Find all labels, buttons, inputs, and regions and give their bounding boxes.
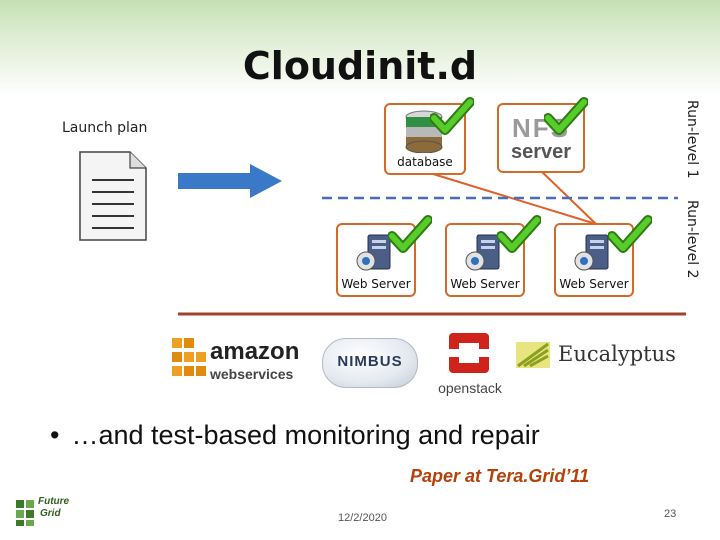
web-server-label: Web Server	[450, 277, 520, 291]
futuregrid-grid-icon	[16, 500, 34, 526]
web-server-label: Web Server	[559, 277, 629, 291]
nfs-server-node: NFS server	[497, 103, 585, 173]
web-server-node: Web Server	[336, 223, 416, 297]
arrow-right-icon	[178, 164, 282, 198]
server-icon	[356, 234, 391, 271]
web-server-label: Web Server	[341, 277, 411, 291]
page-number: 23	[664, 508, 677, 520]
web-server-node: Web Server	[554, 223, 634, 297]
aws-cubes-icon	[172, 338, 206, 376]
server-icon	[465, 234, 500, 271]
document-icon	[79, 151, 147, 241]
checkmark-icon	[608, 215, 652, 253]
openstack-icon	[449, 333, 489, 373]
amazon-logo-text: amazon	[210, 338, 300, 365]
launch-plan-label: Launch plan	[62, 120, 148, 136]
futuregrid-top-text: Future	[38, 496, 70, 507]
checkmark-icon	[430, 97, 474, 135]
openstack-logo-text: openstack	[438, 380, 502, 396]
header-band	[0, 0, 720, 95]
database-label: database	[397, 155, 453, 169]
eucalyptus-logo-text: Eucalyptus	[558, 342, 676, 366]
eucalyptus-logo: Eucalyptus	[514, 338, 676, 372]
futuregrid-logo: Future Grid	[14, 494, 70, 534]
slide-title: Cloudinit.d	[242, 44, 478, 88]
amazon-web-services-logo: amazon webservices	[170, 332, 305, 386]
run-level-2-label: Run-level 2	[684, 200, 700, 279]
nimbus-logo: NIMBUS	[322, 338, 418, 388]
eucalyptus-leaf-icon	[516, 342, 550, 368]
footer-date: 12/2/2020	[338, 512, 387, 524]
bullet-text: …and test-based monitoring and repair	[71, 420, 540, 450]
web-server-node: Web Server	[445, 223, 525, 297]
futuregrid-bottom-text: Grid	[40, 508, 61, 519]
checkmark-icon	[544, 97, 588, 135]
nfs-logo-bottom: server	[510, 141, 572, 163]
nimbus-logo-text: NIMBUS	[337, 353, 403, 370]
openstack-logo: openstack	[432, 330, 508, 400]
run-level-1-label: Run-level 1	[684, 100, 700, 179]
checkmark-icon	[388, 215, 432, 253]
checkmark-icon	[497, 215, 541, 253]
bullet-point: •…and test-based monitoring and repair	[50, 420, 540, 450]
server-icon	[574, 234, 609, 271]
webservices-logo-text: webservices	[210, 366, 294, 382]
paper-note: Paper at Tera.Grid’11	[410, 466, 590, 486]
